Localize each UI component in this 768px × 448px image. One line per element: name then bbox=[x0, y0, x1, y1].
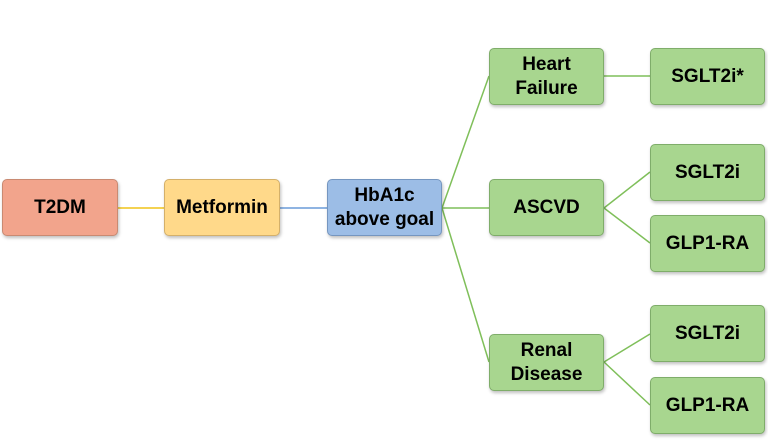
node-ascvd-label: ASCVD bbox=[513, 196, 580, 218]
node-hba1c-line2: above goal bbox=[334, 208, 435, 230]
node-ascvd-glp1ra: GLP1-RA bbox=[650, 215, 765, 272]
node-metformin: Metformin bbox=[164, 179, 280, 236]
node-renal-glp1ra: GLP1-RA bbox=[650, 377, 765, 434]
node-metformin-label: Metformin bbox=[176, 196, 268, 218]
node-hba1c-line1: HbA1c bbox=[354, 184, 415, 206]
connector-renal-sglt2i bbox=[603, 333, 651, 363]
node-t2dm-label: T2DM bbox=[34, 196, 86, 218]
connector-ascvd-glp1ra bbox=[603, 207, 651, 244]
node-t2dm: T2DM bbox=[2, 179, 118, 236]
connector-renal-glp1ra bbox=[603, 361, 651, 406]
node-renal-disease-line2: Disease bbox=[510, 363, 583, 385]
node-renal-glp1ra-label: GLP1-RA bbox=[665, 394, 750, 416]
node-hba1c-above-goal: HbA1c above goal bbox=[327, 179, 442, 236]
connector-hba1c-heart-failure bbox=[441, 75, 490, 209]
node-ascvd-sglt2i: SGLT2i bbox=[650, 144, 765, 201]
node-heart-failure-line2: Failure bbox=[515, 77, 578, 99]
node-heart-failure-sglt2i-label: SGLT2i* bbox=[671, 65, 744, 87]
node-renal-sglt2i: SGLT2i bbox=[650, 305, 765, 362]
node-renal-disease-line1: Renal bbox=[520, 339, 573, 361]
node-ascvd-sglt2i-label: SGLT2i bbox=[674, 161, 741, 183]
node-ascvd: ASCVD bbox=[489, 179, 604, 236]
connector-ascvd-sglt2i bbox=[603, 171, 651, 209]
connector-hba1c-renal bbox=[441, 207, 490, 363]
node-renal-sglt2i-label: SGLT2i bbox=[674, 322, 741, 344]
node-heart-failure: Heart Failure bbox=[489, 48, 604, 105]
node-ascvd-glp1ra-label: GLP1-RA bbox=[665, 232, 750, 254]
node-heart-failure-sglt2i: SGLT2i* bbox=[650, 48, 765, 105]
node-heart-failure-line1: Heart bbox=[522, 53, 571, 75]
node-renal-disease: Renal Disease bbox=[489, 334, 604, 391]
